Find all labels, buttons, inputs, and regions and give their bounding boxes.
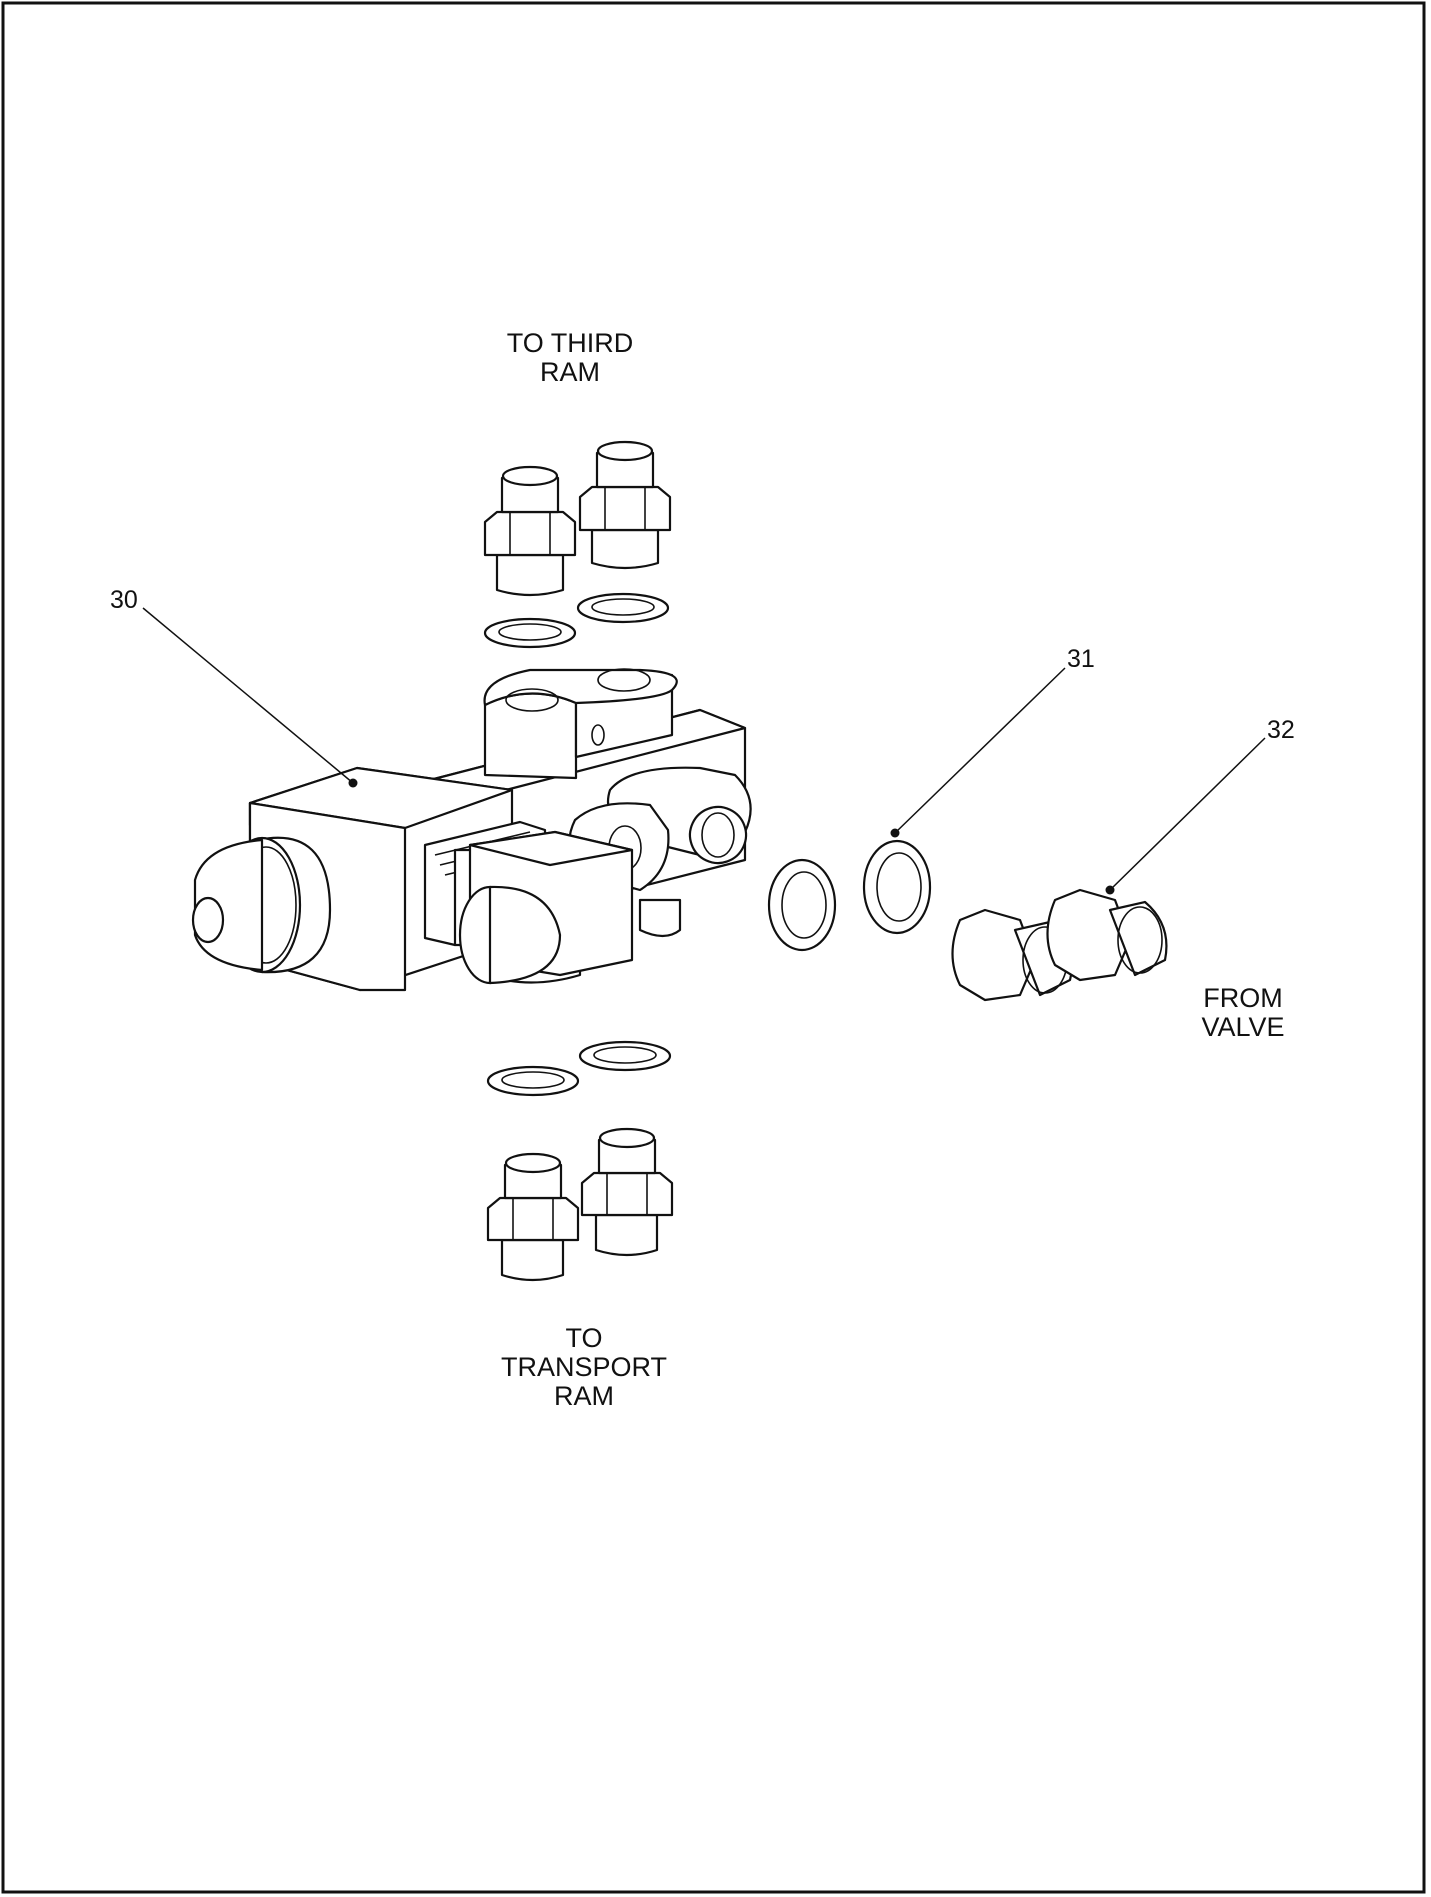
label-to-transport-ram-line3: RAM — [554, 1381, 614, 1411]
label-from-valve-line1: FROM — [1203, 983, 1282, 1013]
label-to-third-ram-line2: RAM — [540, 357, 600, 387]
bottom-fitting-left — [486, 1152, 580, 1282]
label-to-transport-ram-line2: TRANSPORT — [501, 1352, 667, 1382]
bottom-washers — [486, 1040, 672, 1097]
top-fitting-right — [578, 440, 672, 570]
bottom-fitting-right — [580, 1127, 674, 1257]
label-to-transport-ram-line1: TO — [565, 1323, 602, 1353]
label-to-third-ram-line1: TO THIRD — [507, 328, 634, 358]
leader-31 — [894, 667, 1066, 834]
washer-31-pair — [767, 828, 932, 952]
callout-30: 30 — [110, 586, 138, 614]
callout-31: 31 — [1067, 645, 1095, 673]
label-from-valve-line2: VALVE — [1201, 1012, 1284, 1042]
top-washers — [483, 592, 670, 649]
callout-32: 32 — [1267, 716, 1295, 744]
top-fitting-left — [483, 465, 577, 597]
valve-manifold-block — [191, 668, 752, 992]
leader-30 — [142, 607, 354, 784]
leader-32 — [1109, 737, 1266, 891]
fitting-32-pair — [951, 885, 1168, 1002]
